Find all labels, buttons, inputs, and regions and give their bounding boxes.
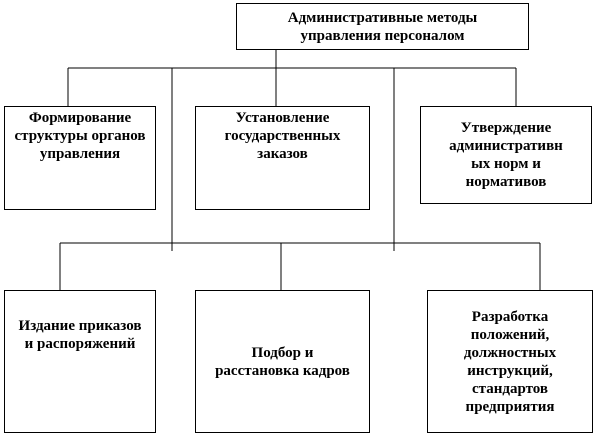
root-node-label: Административные методы управления персо… bbox=[287, 9, 478, 44]
node-label: Издание приказов и распоряжений bbox=[18, 318, 142, 352]
node-regulations-development: Разработка положений, должностных инстру… bbox=[427, 290, 593, 433]
node-staff-selection: Подбор и расстановка кадров bbox=[195, 290, 370, 433]
node-label: Подбор и расстановка кадров bbox=[215, 344, 350, 379]
node-orders-issuance: Издание приказов и распоряжений bbox=[4, 290, 156, 433]
node-label: Утверждение административн ых норм и нор… bbox=[449, 120, 563, 190]
root-node: Административные методы управления персо… bbox=[236, 3, 529, 50]
node-state-orders: Установление государственных заказов bbox=[195, 106, 370, 210]
node-label: Формирование структуры органов управлени… bbox=[14, 110, 146, 162]
node-label: Разработка положений, должностных инстру… bbox=[463, 308, 557, 415]
node-structure-formation: Формирование структуры органов управлени… bbox=[4, 106, 156, 210]
node-norms-approval: Утверждение административн ых норм и нор… bbox=[420, 106, 592, 204]
node-label: Установление государственных заказов bbox=[224, 110, 341, 162]
